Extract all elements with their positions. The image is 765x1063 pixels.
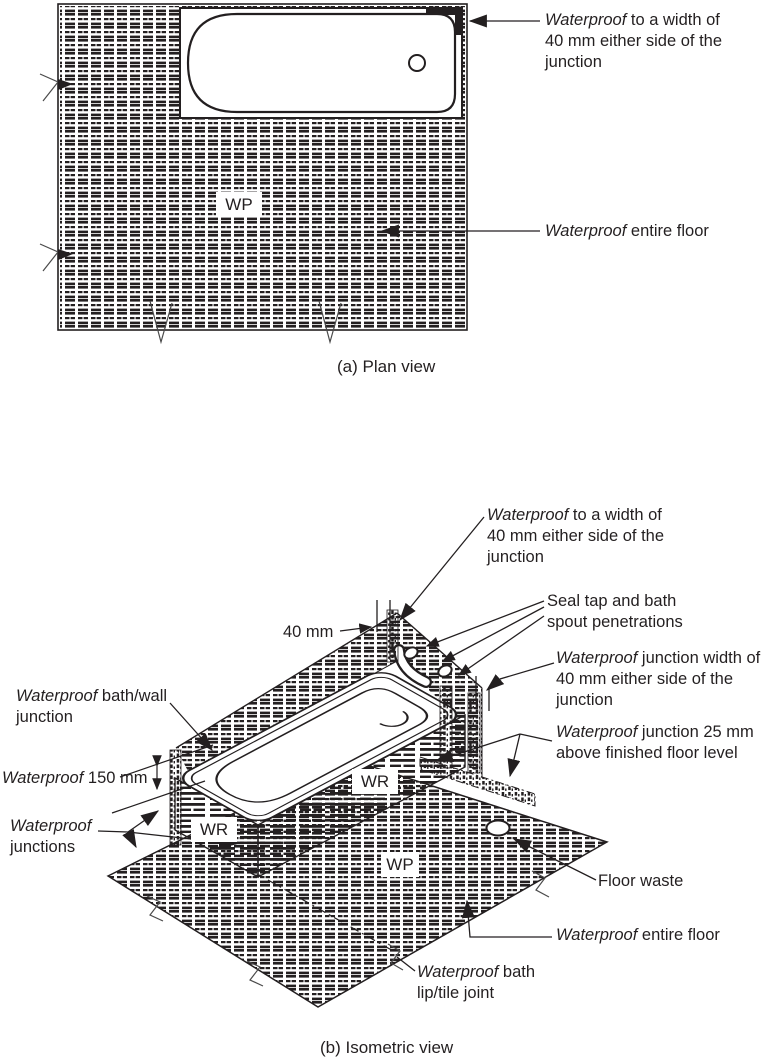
iso-bath-tub <box>215 688 429 803</box>
iso-break-marks <box>146 870 550 987</box>
label-waterproof-width-corner: Waterproof to a width of 40 mm either si… <box>545 11 723 71</box>
label-waterproof-150mm: Waterproof 150 mm <box>2 769 148 787</box>
plan-view-drawing <box>39 3 540 345</box>
plan-wall-arrows <box>58 79 73 260</box>
label-waterproof-width-top: Waterproof to a width of 40 mm either si… <box>487 506 665 566</box>
label-dim-40mm: 40 mm <box>283 623 334 641</box>
plan-wall-outline <box>57 3 468 331</box>
iso-tap-1 <box>403 646 419 660</box>
plan-bath-drain <box>408 54 426 72</box>
iso-dimension-ticks <box>376 600 490 711</box>
label-waterproof-junction-width: Waterproof junction width of 40 mm eithe… <box>556 649 761 709</box>
iso-bath-drain <box>379 710 409 727</box>
label-waterproof-bath-lip: Waterproof bath lip/tile joint <box>417 963 536 1002</box>
label-waterproof-entire-floor-plan: Waterproof entire floor <box>545 222 709 240</box>
plan-bath-tub <box>186 12 457 114</box>
plan-corner-waterproof-mark <box>426 8 462 35</box>
iso-spout <box>395 646 430 686</box>
label-seal-tap-spout: Seal tap and bath spout penetrations <box>547 592 683 631</box>
plan-leader-lines <box>380 14 540 238</box>
iso-view-caption: (b) Isometric view <box>320 1038 454 1057</box>
plan-view-caption: (a) Plan view <box>337 357 436 376</box>
iso-junction-strips <box>169 609 481 846</box>
iso-150mm-dimension <box>111 744 214 814</box>
iso-view-drawing <box>97 516 609 1008</box>
label-waterproof-bath-wall: Waterproof bath/wall junction <box>16 687 168 726</box>
iso-area-label-wp: WP <box>381 852 419 877</box>
iso-area-label-wr-1: WR <box>191 817 237 842</box>
plan-bath <box>179 7 463 119</box>
iso-bath-lip-line <box>267 879 396 953</box>
label-waterproof-junction-25mm: Waterproof junction 25 mm above finished… <box>556 723 754 762</box>
plan-area-label-wp: WP <box>216 192 262 217</box>
label-waterproof-junctions: Waterproof junctions <box>10 817 92 856</box>
label-waterproof-entire-floor-iso: Waterproof entire floor <box>556 926 720 944</box>
label-floor-waste: Floor waste <box>598 872 684 890</box>
iso-tap-2 <box>437 664 453 678</box>
iso-tap-penetrations <box>393 644 453 688</box>
iso-area-label-wr-2: WR <box>352 769 398 794</box>
iso-leader-lines <box>97 516 597 972</box>
floor-waste-outlet <box>485 819 511 837</box>
